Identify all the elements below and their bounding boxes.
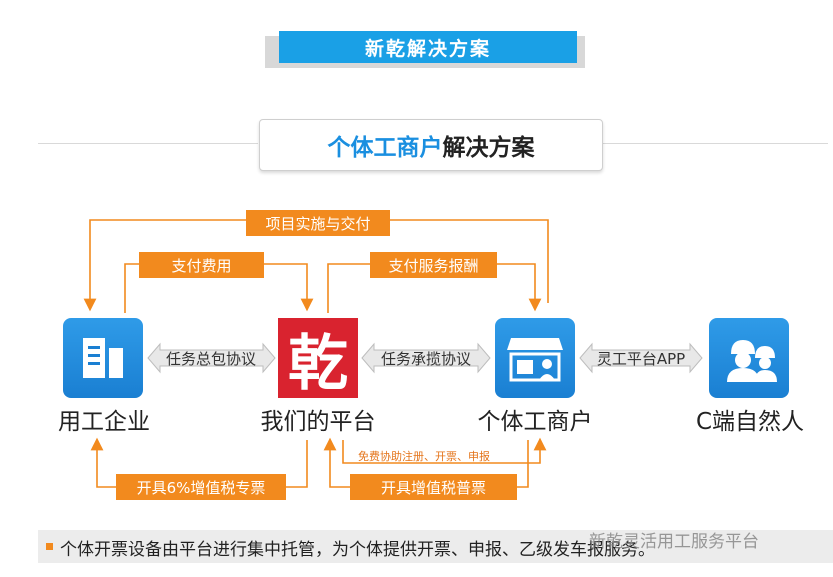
node-business: 个体工商户 — [477, 409, 593, 435]
subtitle-box: 个体工商户解决方案 — [259, 119, 603, 171]
label-task-agreement: 任务总包协议 — [165, 349, 256, 368]
divider-right — [603, 143, 828, 144]
enterprise-icon — [63, 318, 143, 398]
arrow-task-agreement-shape — [147, 342, 276, 374]
label-payment: 支付费用 — [139, 252, 264, 278]
label-service-payment: 支付服务报酬 — [370, 252, 497, 278]
subtitle-accent: 个体工商户 — [327, 135, 443, 161]
header-banner: 新乾解决方案 — [279, 31, 577, 63]
node-enterprise: 用工企业 — [58, 409, 150, 435]
footer-bar — [38, 530, 833, 563]
label-task-accept: 任务承揽协议 — [380, 349, 471, 368]
label-platform-app: 灵工平台APP — [596, 349, 686, 368]
node-platform: 我们的平台 — [260, 409, 376, 435]
arrow-task-accept-shape — [361, 342, 491, 374]
label-vat-special: 开具6%增值税专票 — [116, 474, 286, 500]
footer-text: 个体开票设备由平台进行集中托管，为个体提供开票、申报、乙级发车报服务。 — [60, 540, 655, 560]
workers-icon — [709, 318, 789, 398]
label-project-delivery: 项目实施与交付 — [246, 210, 390, 236]
node-person: C端自然人 — [695, 409, 805, 435]
platform-logo: 乾 — [278, 318, 358, 399]
arrow-platform-app-shape — [579, 342, 703, 374]
arrow-free-assist — [342, 437, 547, 464]
divider-left — [38, 143, 258, 144]
watermark: 新乾灵活用工服务平台 — [589, 532, 759, 552]
subtitle-rest: 解决方案 — [442, 135, 535, 161]
label-free-assist: 免费协助注册、开票、申报 — [358, 450, 490, 463]
label-vat-normal: 开具增值税普票 — [350, 474, 517, 500]
storefront-icon — [495, 318, 575, 398]
footer-bullet — [46, 543, 53, 550]
